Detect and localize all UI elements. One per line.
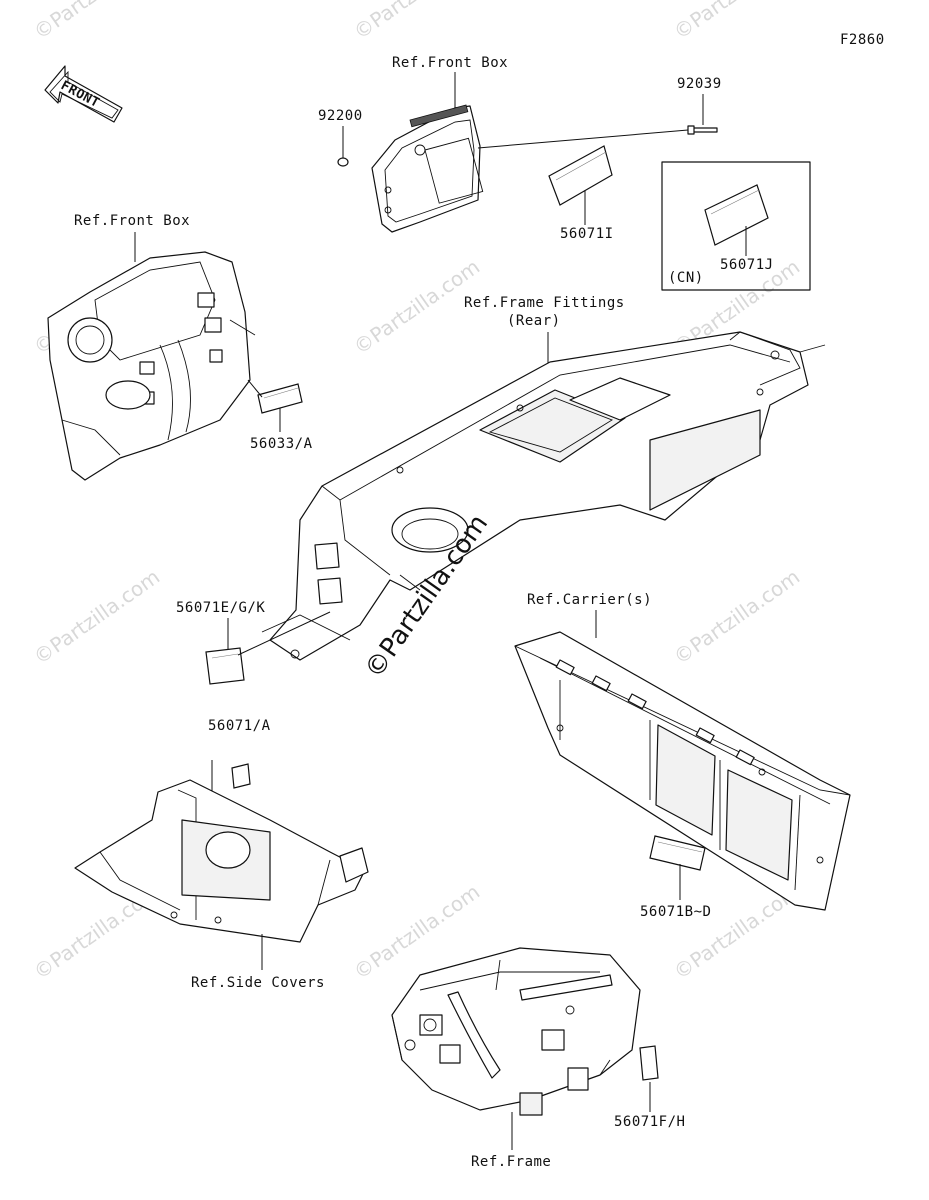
- decal-56071egk: [205, 647, 245, 685]
- part-56071i: 56071I: [560, 226, 614, 242]
- watermark: ©Partzilla.com: [349, 0, 484, 44]
- ref-frame-fittings-line1: Ref.Frame Fittings: [464, 295, 625, 311]
- frame-fittings-rear: [261, 331, 826, 661]
- watermark: ©Partzilla.com: [669, 565, 804, 670]
- ref-front-box-left: Ref.Front Box: [74, 213, 190, 229]
- ref-frame-fittings-line2: (Rear): [507, 313, 561, 329]
- decal-56071fh: [639, 1045, 659, 1081]
- part-56071bd: 56071B~D: [640, 904, 711, 920]
- ref-carriers: Ref.Carrier(s): [527, 592, 652, 608]
- watermark: ©Partzilla.com: [29, 0, 164, 44]
- part-56071fh: 56071F/H: [614, 1114, 685, 1130]
- ref-side-covers: Ref.Side Covers: [191, 975, 325, 991]
- decal-56033a: [257, 383, 303, 414]
- watermark: ©Partzilla.com: [669, 0, 804, 44]
- cn-variant-box: [661, 161, 811, 291]
- front-arrow-label: FRONT: [58, 78, 102, 111]
- front-box-dashboard: [47, 251, 256, 481]
- frame-rear: [391, 947, 641, 1116]
- watermark: ©Partzilla.com: [29, 565, 164, 670]
- part-56071egk: 56071E/G/K: [176, 600, 265, 616]
- front-arrow: FRONT: [44, 65, 123, 123]
- decal-56071bd: [649, 835, 706, 871]
- ref-frame: Ref.Frame: [471, 1154, 551, 1170]
- figure-code: F2860: [840, 32, 885, 48]
- decal-56071j: [704, 184, 769, 246]
- part-56033a: 56033/A: [250, 436, 313, 452]
- pin-92039: [687, 125, 718, 135]
- decal-56071a: [231, 763, 251, 789]
- ref-front-box-top: Ref.Front Box: [392, 55, 508, 71]
- part-56071a: 56071/A: [208, 718, 271, 734]
- carrier-rear: [514, 631, 851, 911]
- grommet-92200: [337, 157, 349, 167]
- decal-56071i: [548, 145, 613, 206]
- part-56071j: 56071J: [720, 257, 774, 273]
- side-covers: [74, 779, 369, 943]
- part-92200: 92200: [318, 108, 363, 124]
- front-box-panel: [371, 104, 484, 233]
- part-92039: 92039: [677, 76, 722, 92]
- cn-label: (CN): [668, 270, 704, 286]
